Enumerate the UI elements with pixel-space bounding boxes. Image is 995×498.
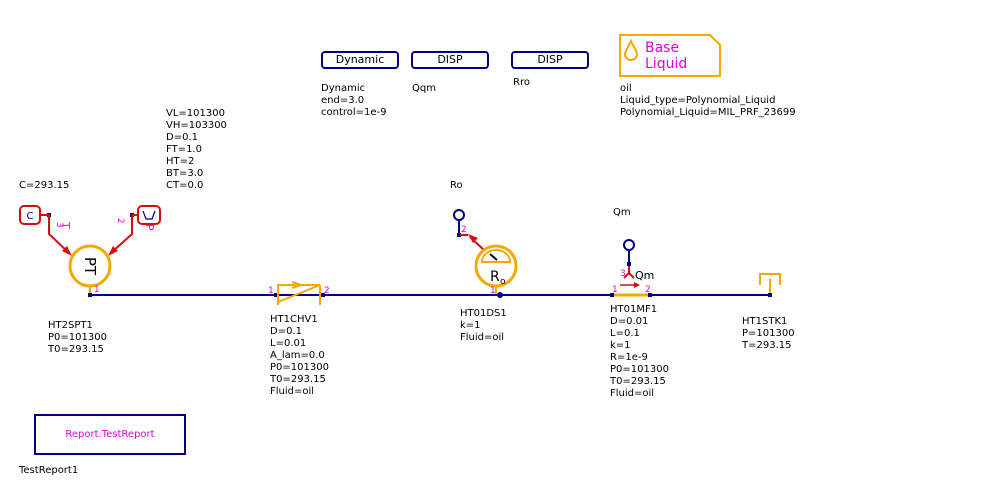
disp-ro-params: Rro: [513, 77, 530, 88]
droplet-icon: [623, 38, 639, 61]
svg-text:1: 1: [490, 286, 496, 296]
density-sensor-component[interactable]: 2 R o 1: [453, 209, 518, 298]
pressure-signal-wire: [111, 214, 138, 253]
sensor-output-port: [453, 209, 465, 221]
mf-sensor-label: Qm: [613, 207, 631, 218]
disp-qm-params: Qqm: [412, 83, 436, 94]
spt-component[interactable]: C PT 3 2 1 T P: [19, 205, 161, 297]
temperature-signal-wire: [40, 214, 69, 253]
svg-text:Qm: Qm: [635, 269, 654, 282]
stk-params: HT1STK1 P=101300 T=293.15: [742, 316, 795, 351]
disp-qm-block[interactable]: DISP: [411, 51, 489, 69]
disp-ro-block[interactable]: DISP: [511, 51, 589, 69]
svg-text:3: 3: [620, 269, 626, 279]
pin-label-p: P: [143, 224, 156, 231]
report-name: TestReport1: [19, 465, 79, 476]
constant-symbol: C: [27, 211, 34, 222]
pt-symbol: PT: [81, 257, 99, 276]
sensor-output-port: [623, 239, 635, 251]
svg-text:R: R: [490, 269, 500, 285]
liquid-title: Base Liquid: [645, 40, 688, 72]
svg-text:1: 1: [94, 285, 100, 295]
pin-label-t: T: [59, 221, 72, 229]
mf-params: HT01MF1 D=0.01 L=0.1 k=1 R=1e-9 P0=10130…: [610, 304, 669, 399]
chv-params: HT1CHV1 D=0.1 L=0.01 A_lam=0.0 P0=101300…: [270, 314, 329, 397]
ds-params: HT01DS1 k=1 Fluid=oil: [460, 308, 507, 343]
dynamic-block[interactable]: Dynamic: [321, 51, 399, 69]
liquid-params: oil Liquid_type=Polynomial_Liquid Polyno…: [620, 83, 796, 118]
stack-tank-component[interactable]: [759, 273, 781, 297]
mass-flow-sensor-component[interactable]: 3 Qm 1 2: [610, 239, 654, 297]
svg-text:2: 2: [324, 286, 330, 296]
curve-icon: [142, 210, 156, 220]
svg-text:o: o: [500, 277, 506, 287]
check-valve-component[interactable]: 1 2: [268, 281, 330, 305]
spt-params: HT2SPT1 P0=101300 T0=293.15: [48, 320, 107, 355]
report-label: Report.TestReport: [65, 429, 155, 440]
svg-text:3: 3: [54, 222, 64, 228]
gauge-icon: [480, 249, 512, 263]
svg-text:1: 1: [268, 286, 274, 296]
base-liquid-block[interactable]: [619, 34, 721, 77]
dynamic-params: Dynamic end=3.0 control=1e-9: [321, 83, 387, 118]
spt-constant-params: C=293.15: [19, 180, 70, 191]
svg-text:1: 1: [612, 285, 618, 295]
svg-text:2: 2: [461, 225, 467, 235]
svg-text:2: 2: [115, 218, 125, 224]
spt-curve-params: VL=101300 VH=103300 D=0.1 FT=1.0 HT=2 BT…: [166, 108, 227, 191]
pressure-curve-block: [137, 205, 161, 225]
test-report-block[interactable]: Report.TestReport: [34, 414, 186, 455]
ds-sensor-label: Ro: [450, 180, 463, 191]
svg-text:2: 2: [645, 285, 651, 295]
